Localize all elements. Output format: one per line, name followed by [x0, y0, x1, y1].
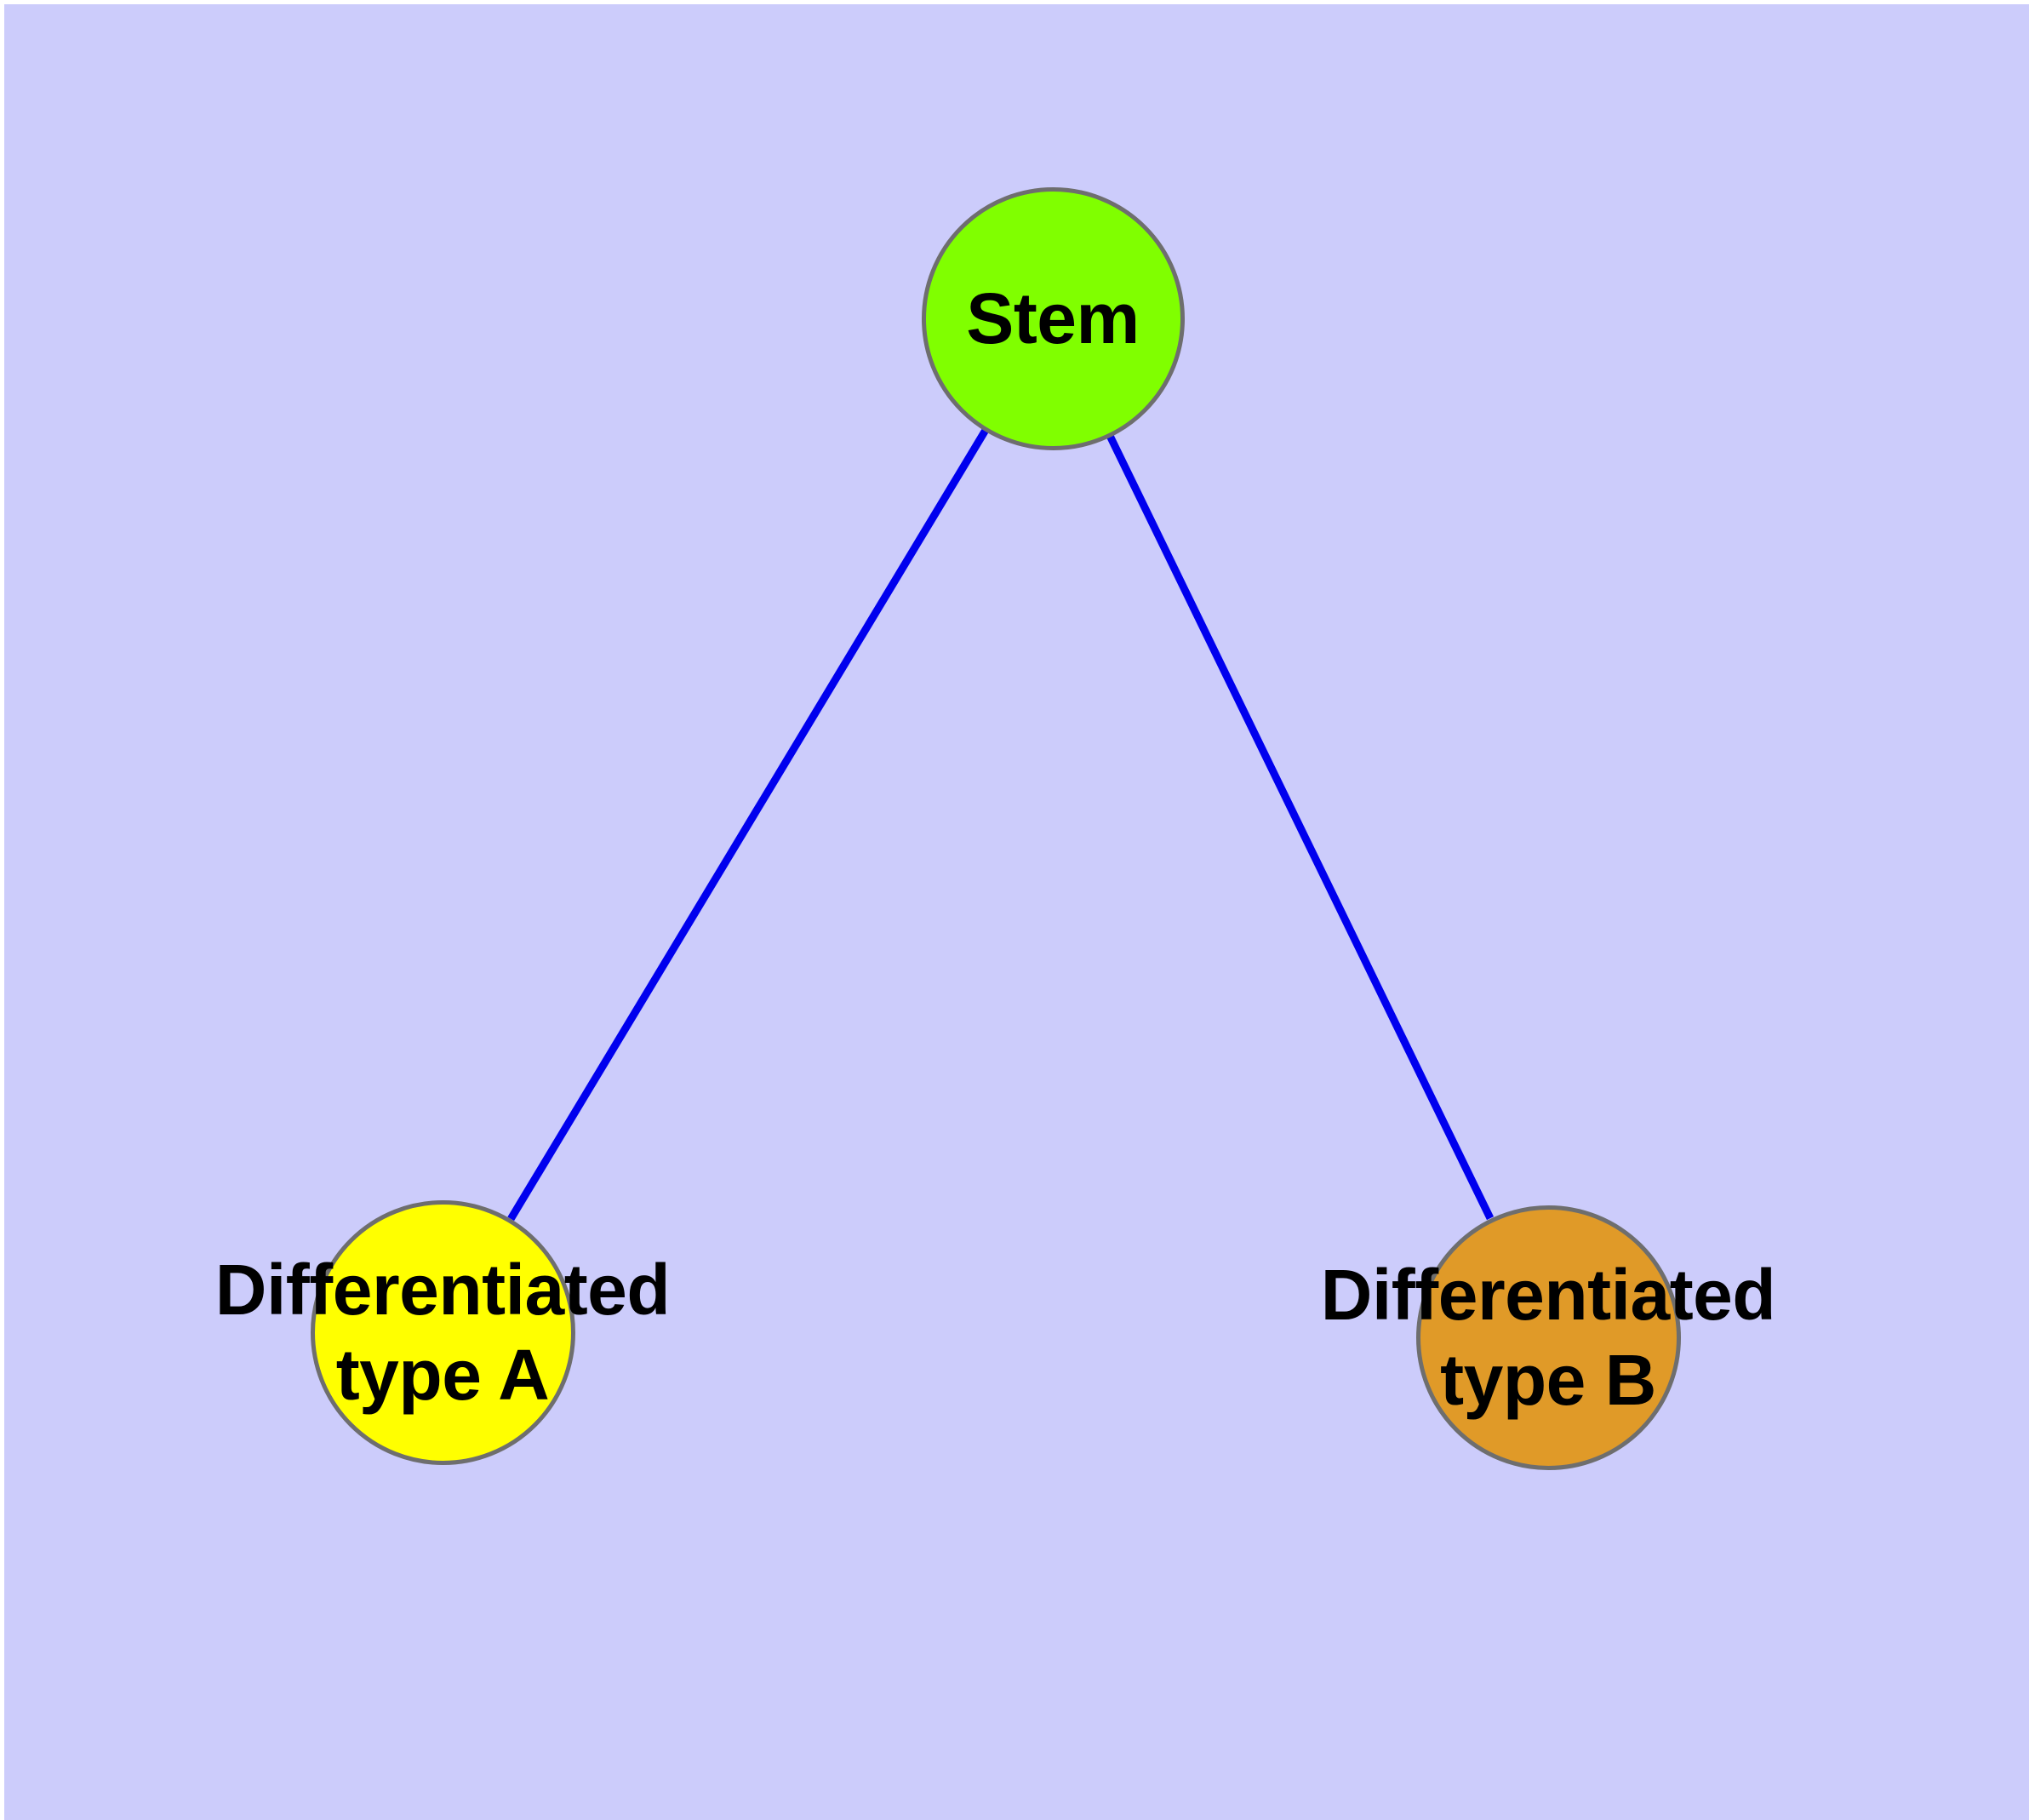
node-differentiated-type-b[interactable] [1415, 1205, 1681, 1470]
graph-plot-area: Stem Differentiated type A Differentiate… [4, 4, 2029, 1820]
node-stem[interactable] [921, 186, 1185, 450]
node-layer: Stem Differentiated type A Differentiate… [4, 4, 2029, 1820]
node-differentiated-type-a[interactable] [310, 1199, 575, 1465]
